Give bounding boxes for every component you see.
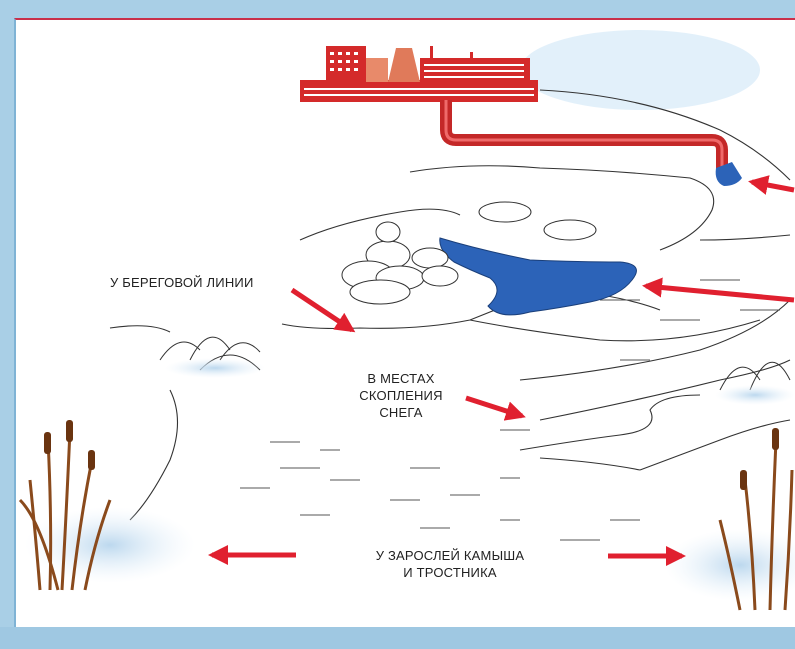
snowy-trees (341, 201, 597, 305)
arrow-to-shoreline (290, 287, 356, 333)
arrow-to-snow-drift (465, 395, 526, 421)
label-snow-drifts: В МЕСТАХ СКОПЛЕНИЯ СНЕГА (346, 370, 456, 421)
pipe-outflow-water (715, 162, 742, 186)
sky-haze (520, 30, 760, 110)
label-snow-line3: СНЕГА (379, 405, 423, 420)
arrow-to-open-water (642, 277, 795, 303)
label-shoreline: У БЕРЕГОВОЙ ЛИНИИ (110, 275, 254, 290)
reeds-right (665, 428, 795, 611)
arrows (208, 175, 795, 566)
bushes (159, 336, 795, 405)
label-reeds-line2: И ТРОСТНИКА (403, 565, 497, 580)
open-water (439, 237, 637, 316)
factory (300, 46, 538, 102)
label-snow-line1: В МЕСТАХ (367, 371, 435, 386)
reeds-left (18, 420, 195, 591)
bottom-band (0, 627, 795, 649)
terrain-lines (109, 89, 791, 521)
label-snow-line2: СКОПЛЕНИЯ (359, 388, 443, 403)
arrow-to-pipe-outflow (748, 175, 795, 195)
ice-texture (240, 279, 780, 541)
drain-pipe (440, 100, 728, 168)
label-reeds-line1: У ЗАРОСЛЕЙ КАМЫША (375, 548, 525, 563)
label-reeds: У ЗАРОСЛЕЙ КАМЫША И ТРОСТНИКА (350, 547, 550, 581)
